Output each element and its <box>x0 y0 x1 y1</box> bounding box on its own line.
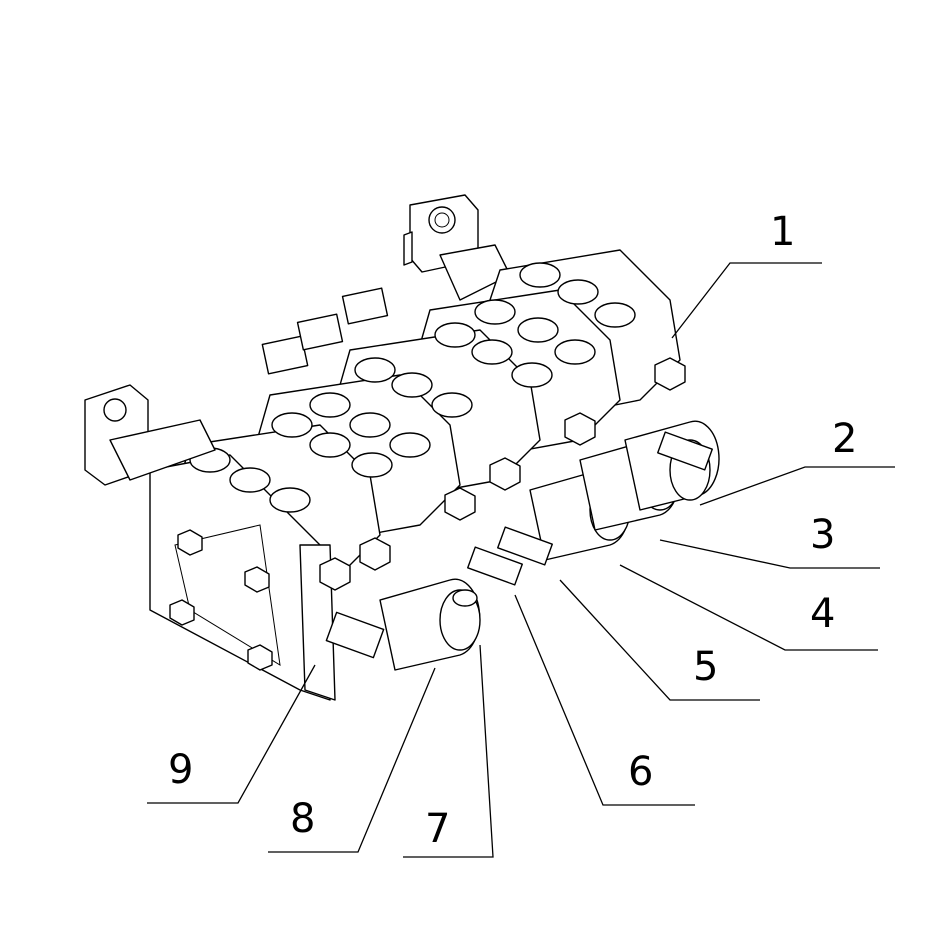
top-fittings <box>261 287 389 375</box>
leader-4 <box>619 564 878 651</box>
leader-7 <box>403 644 494 858</box>
callout-label-8: 8 <box>290 796 315 842</box>
callout-label-4: 4 <box>810 591 835 637</box>
callout-label-5: 5 <box>693 644 718 690</box>
leader-1 <box>671 262 822 339</box>
callout-labels: 1 2 3 4 5 6 7 8 9 <box>168 209 857 852</box>
spool-caps <box>379 420 720 671</box>
hex-nuts <box>319 357 686 591</box>
leader-5 <box>559 579 760 701</box>
leader-6 <box>514 594 695 806</box>
left-relief-valve <box>84 384 216 486</box>
leader-8 <box>268 667 436 853</box>
cover-bolts <box>169 529 273 671</box>
leader-9 <box>147 664 316 804</box>
top-relief-valve <box>403 194 511 301</box>
port-plugs <box>189 262 636 513</box>
callout-label-2: 2 <box>832 416 857 462</box>
spool-clevises <box>325 431 713 659</box>
callout-label-9: 9 <box>168 747 193 793</box>
leader-2 <box>699 466 895 506</box>
leader-3 <box>659 539 880 569</box>
callout-label-1: 1 <box>770 209 795 255</box>
callout-label-6: 6 <box>628 749 653 795</box>
callout-label-3: 3 <box>810 512 835 558</box>
callout-label-7: 7 <box>425 806 450 852</box>
callout-leaders <box>147 262 895 858</box>
